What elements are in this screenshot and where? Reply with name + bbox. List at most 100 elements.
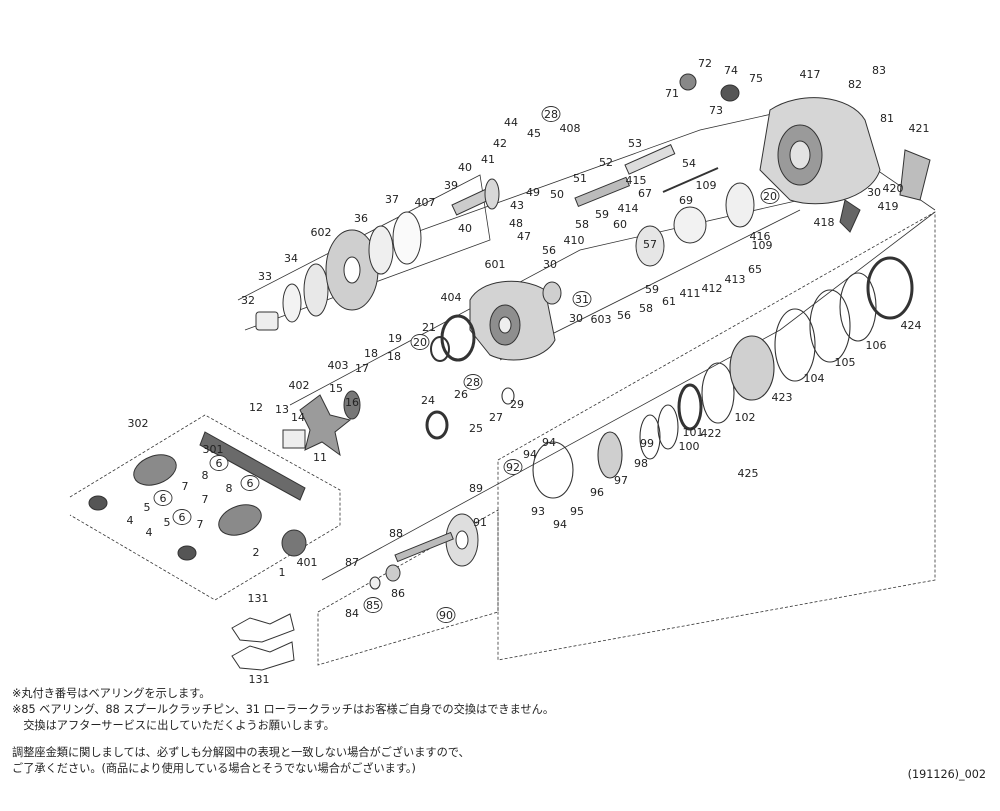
cover-424 <box>866 256 914 320</box>
part-number-label: 6 <box>179 511 186 524</box>
part-number-label: 27 <box>489 411 503 424</box>
part-number-label: 99 <box>640 437 654 450</box>
part-number-label: 67 <box>638 187 652 200</box>
part-number-602: 602 <box>311 226 332 239</box>
part-number-label: 404 <box>441 291 462 304</box>
part-number-label: 24 <box>421 394 435 407</box>
bearing-circle <box>209 455 229 471</box>
part-number-44: 44 <box>504 116 518 129</box>
part-number-98: 98 <box>634 457 648 470</box>
part-number-419: 419 <box>878 200 899 213</box>
bearing-circle <box>503 459 523 475</box>
part-number-60: 60 <box>613 218 627 231</box>
part-number-59: 59 <box>595 208 609 221</box>
part-number-97: 97 <box>614 474 628 487</box>
part-number-label: 408 <box>560 122 581 135</box>
part-number-71: 71 <box>665 87 679 100</box>
bearing-circle <box>410 334 430 350</box>
part-number-label: 415 <box>626 174 647 187</box>
part-number-label: 416 <box>750 230 771 243</box>
part-number-15: 15 <box>329 382 343 395</box>
part-number-72: 72 <box>698 57 712 70</box>
part-number-label: 15 <box>329 382 343 395</box>
note-line-3: 交換はアフターサービスに出していただくようお願いします。 <box>12 719 335 733</box>
part-number-84: 84 <box>345 607 359 620</box>
part-number-label: 422 <box>701 427 722 440</box>
note-line-1: ※丸付き番号はベアリングを示します。 <box>12 687 211 700</box>
part-number-label: 32 <box>241 294 255 307</box>
part-number-label: 29 <box>510 398 524 411</box>
spool-90 <box>369 513 479 590</box>
part-number-2: 2 <box>253 546 260 559</box>
part-number-label: 92 <box>506 461 520 474</box>
part-number-83: 83 <box>872 64 886 77</box>
part-number-label: 424 <box>901 319 922 332</box>
part-number-42: 42 <box>493 137 507 150</box>
part-number-416: 416 <box>750 230 771 243</box>
part-number-label: 72 <box>698 57 712 70</box>
part-number-label: 89 <box>469 482 483 495</box>
part-number-label: 6 <box>216 457 223 470</box>
part-number-label: 44 <box>504 116 518 129</box>
part-number-36: 36 <box>354 212 368 225</box>
drag-washer-36 <box>368 225 394 275</box>
part-number-label: 101 <box>683 426 704 439</box>
part-number-20: 20 <box>410 334 430 350</box>
part-number-16: 16 <box>345 396 359 409</box>
part-number-label: 30 <box>569 312 583 325</box>
part-number-label: 53 <box>628 137 642 150</box>
roller-clutch-31 <box>542 281 562 305</box>
part-number-label: 87 <box>345 556 359 569</box>
part-number-label: 5 <box>144 501 151 514</box>
part-number-20: 20 <box>760 188 780 204</box>
part-number-53: 53 <box>628 137 642 150</box>
part-number-82: 82 <box>848 78 862 91</box>
part-number-label: 411 <box>680 287 701 300</box>
part-number-73: 73 <box>709 104 723 117</box>
part-number-57: 57 <box>643 238 657 251</box>
part-number-94: 94 <box>523 448 537 461</box>
part-number-label: 2 <box>253 546 260 559</box>
part-number-26: 26 <box>454 388 468 401</box>
part-number-8: 8 <box>226 482 233 495</box>
part-number-label: 21 <box>422 321 436 334</box>
part-number-91: 91 <box>473 516 487 529</box>
part-number-label: 131 <box>248 592 269 605</box>
brake-and-rings <box>425 256 914 499</box>
part-number-label: 602 <box>311 226 332 239</box>
part-number-label: 95 <box>570 505 584 518</box>
bearing-circle <box>240 475 260 491</box>
part-number-label: 19 <box>388 332 402 345</box>
part-number-label: 34 <box>284 252 298 265</box>
part-number-30: 30 <box>543 258 557 271</box>
part-number-label: 57 <box>643 238 657 251</box>
part-number-label: 50 <box>550 188 564 201</box>
part-number-label: 425 <box>738 467 759 480</box>
ring-404 <box>440 314 476 362</box>
part-number-603: 603 <box>591 313 612 326</box>
part-number-label: 91 <box>473 516 487 529</box>
part-number-11: 11 <box>313 451 327 464</box>
part-number-label: 56 <box>542 244 556 257</box>
part-number-27: 27 <box>489 411 503 424</box>
part-number-label: 402 <box>289 379 310 392</box>
part-number-69: 69 <box>679 194 693 207</box>
part-number-label: 40 <box>458 222 472 235</box>
part-number-420: 420 <box>883 182 904 195</box>
part-number-67: 67 <box>638 187 652 200</box>
part-number-label: 52 <box>599 156 613 169</box>
clutch-line <box>499 209 801 361</box>
part-number-label: 131 <box>249 673 270 686</box>
part-number-601: 601 <box>485 258 506 271</box>
part-number-89: 89 <box>469 482 483 495</box>
part-number-label: 59 <box>595 208 609 221</box>
sideplate-line <box>321 211 936 581</box>
part-number-label: 414 <box>618 202 639 215</box>
part-number-label: 11 <box>313 451 327 464</box>
rotor-96 <box>597 431 623 479</box>
part-number-label: 81 <box>880 112 894 125</box>
part-number-label: 58 <box>639 302 653 315</box>
part-number-label: 51 <box>573 172 587 185</box>
part-number-14: 14 <box>291 411 305 424</box>
